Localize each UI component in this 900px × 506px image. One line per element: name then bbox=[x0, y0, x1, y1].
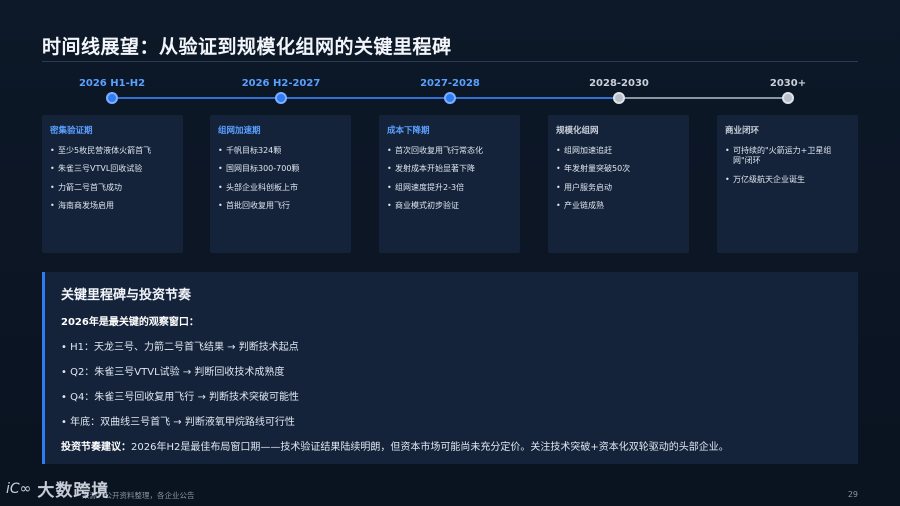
phase-item: 千帆目标324颗 bbox=[218, 146, 343, 157]
timeline-dot-1 bbox=[106, 92, 118, 104]
timeline-dot-2 bbox=[275, 92, 287, 104]
phase-item: 产业链成熟 bbox=[556, 201, 681, 212]
phase-card-1: 密集验证期 至少5枚民营液体火箭首飞 朱雀三号VTVL回收试验 力箭二号首飞成功… bbox=[42, 115, 183, 253]
timeline-label-3: 2027-2028 bbox=[420, 78, 480, 89]
phase-card-4: 规模化组网 组网加速追赶 年发射量突破50次 用户服务启动 产业链成熟 bbox=[548, 115, 689, 253]
timeline-label-5: 2030+ bbox=[769, 78, 807, 89]
milestone-row: • H1：天龙三号、力箭二号首飞结果 → 判断技术起点 bbox=[61, 342, 299, 353]
logo-icon: iC∞ bbox=[6, 480, 32, 497]
phase-item: 朱雀三号VTVL回收试验 bbox=[50, 164, 175, 175]
timeline-dot-3 bbox=[444, 92, 456, 104]
phase-item: 至少5枚民营液体火箭首飞 bbox=[50, 146, 175, 157]
milestone-row: • Q2：朱雀三号VTVL试验 → 判断回收技术成熟度 bbox=[61, 367, 285, 378]
phase-card-title: 商业闭环 bbox=[725, 126, 760, 136]
phase-item: 首批回收复用飞行 bbox=[218, 201, 343, 212]
phase-item: 万亿级航天企业诞生 bbox=[725, 175, 850, 186]
phase-card-5: 商业闭环 可持续的"火箭运力+卫星组网"闭环 万亿级航天企业诞生 bbox=[717, 115, 858, 253]
milestone-row: • Q4：朱雀三号回收复用飞行 → 判断技术突破可能性 bbox=[61, 392, 300, 403]
watermark-text: 大数跨境 bbox=[37, 481, 110, 501]
investment-advice: 投资节奏建议：2026年H2是最佳布局窗口期——技术验证结果陆续明朗，但资本市场… bbox=[61, 438, 842, 453]
source-note: 来源：公开资料整理，各企业公告 bbox=[82, 491, 195, 500]
advice-text: 2026年H2是最佳布局窗口期——技术验证结果陆续明朗，但资本市场可能尚未充分定… bbox=[131, 442, 729, 453]
phase-card-title: 组网加速期 bbox=[218, 126, 261, 136]
phase-card-title: 成本下降期 bbox=[387, 126, 430, 136]
timeline-dot-4 bbox=[613, 92, 625, 104]
phase-card-2: 组网加速期 千帆目标324颗 国网目标300-700颗 头部企业科创板上市 首批… bbox=[210, 115, 351, 253]
phase-item: 年发射量突破50次 bbox=[556, 164, 681, 175]
advice-label: 投资节奏建议： bbox=[61, 442, 131, 453]
timeline-label-1: 2026 H1-H2 bbox=[78, 78, 146, 89]
page-title: 时间线展望：从验证到规模化组网的关键里程碑 bbox=[42, 36, 452, 58]
title-divider bbox=[42, 61, 858, 62]
panel-subtitle: 2026年是最关键的观察窗口： bbox=[61, 317, 199, 328]
phase-item: 力箭二号首飞成功 bbox=[50, 183, 175, 194]
milestone-row: • 年底：双曲线三号首飞 → 判断液氧甲烷路线可行性 bbox=[61, 417, 295, 428]
timeline-label-2: 2026 H2-2027 bbox=[241, 78, 321, 89]
phase-item: 首次回收复用飞行常态化 bbox=[387, 146, 512, 157]
phase-item: 头部企业科创板上市 bbox=[218, 183, 343, 194]
milestone-panel: 关键里程碑与投资节奏 2026年是最关键的观察窗口： • H1：天龙三号、力箭二… bbox=[42, 272, 858, 464]
phase-card-title: 规模化组网 bbox=[556, 126, 599, 136]
timeline-line-future bbox=[619, 97, 788, 99]
panel-title: 关键里程碑与投资节奏 bbox=[61, 288, 192, 303]
page-number: 29 bbox=[847, 490, 858, 499]
timeline-label-4: 2028-2030 bbox=[589, 78, 649, 89]
timeline-dot-5 bbox=[782, 92, 794, 104]
phase-item: 商业模式初步验证 bbox=[387, 201, 512, 212]
phase-item: 用户服务启动 bbox=[556, 183, 681, 194]
phase-card-3: 成本下降期 首次回收复用飞行常态化 发射成本开始显著下降 组网速度提升2-3倍 … bbox=[379, 115, 520, 253]
phase-item: 可持续的"火箭运力+卫星组网"闭环 bbox=[725, 146, 850, 167]
phase-item: 发射成本开始显著下降 bbox=[387, 164, 512, 175]
phase-item: 国网目标300-700颗 bbox=[218, 164, 343, 175]
phase-item: 海南商发场启用 bbox=[50, 201, 175, 212]
phase-item: 组网加速追赶 bbox=[556, 146, 681, 157]
phase-item: 组网速度提升2-3倍 bbox=[387, 183, 512, 194]
phase-card-title: 密集验证期 bbox=[50, 126, 93, 136]
watermark-logo: iC∞ 大数跨境 bbox=[6, 476, 110, 502]
